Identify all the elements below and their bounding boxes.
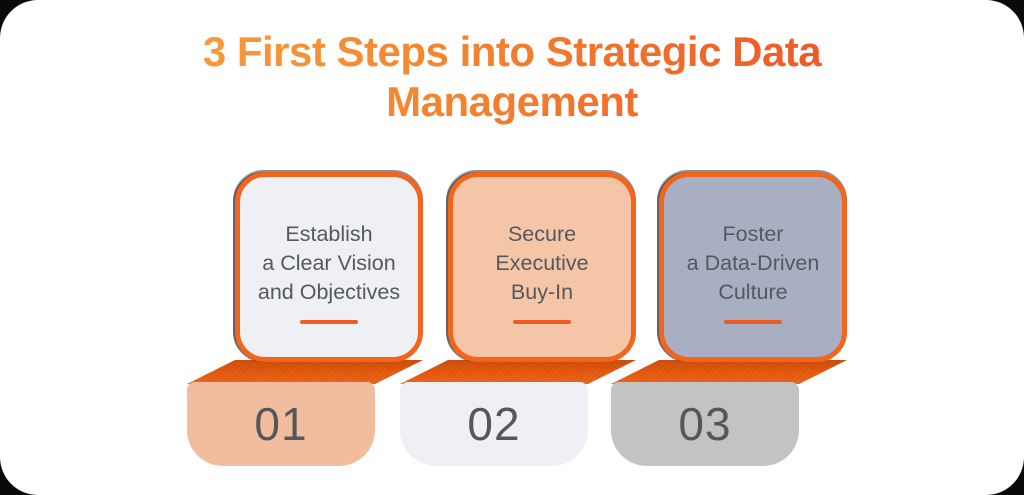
step-3-base: 03: [611, 382, 799, 466]
step-1-number: 01: [254, 398, 308, 450]
step-1-3d-top-face: [187, 360, 423, 384]
step-3-label: Foster a Data-Driven Culture: [686, 222, 820, 304]
step-group-3: Foster a Data-Driven Culture 03: [611, 172, 847, 466]
step-2-underline-divider: [513, 320, 571, 324]
step-3-3d-top-face: [611, 360, 847, 384]
step-group-1: Establish a Clear Vision and Objectives …: [187, 172, 423, 466]
step-2-label: Secure Executive Buy-In: [495, 222, 589, 304]
step-3-card: Foster a Data-Driven Culture: [659, 172, 847, 362]
step-2-base: 02: [400, 382, 588, 466]
page-title-line-1: 3 First Steps into Strategic Data: [202, 28, 822, 75]
step-3-underline-divider: [724, 320, 782, 324]
step-3-number: 03: [678, 398, 732, 450]
page-title-line-2: Management: [386, 78, 638, 125]
step-1-label: Establish a Clear Vision and Objectives: [257, 222, 401, 304]
step-1-card: Establish a Clear Vision and Objectives: [235, 172, 423, 362]
step-2-3d-top-face: [400, 360, 636, 384]
page-title: 3 First Steps into Strategic Data Manage…: [0, 0, 1024, 127]
step-1-base: 01: [187, 382, 375, 466]
step-2-card: Secure Executive Buy-In: [448, 172, 636, 362]
step-1-underline-divider: [300, 320, 358, 324]
step-group-2: Secure Executive Buy-In 02: [400, 172, 636, 466]
step-2-number: 02: [467, 398, 521, 450]
